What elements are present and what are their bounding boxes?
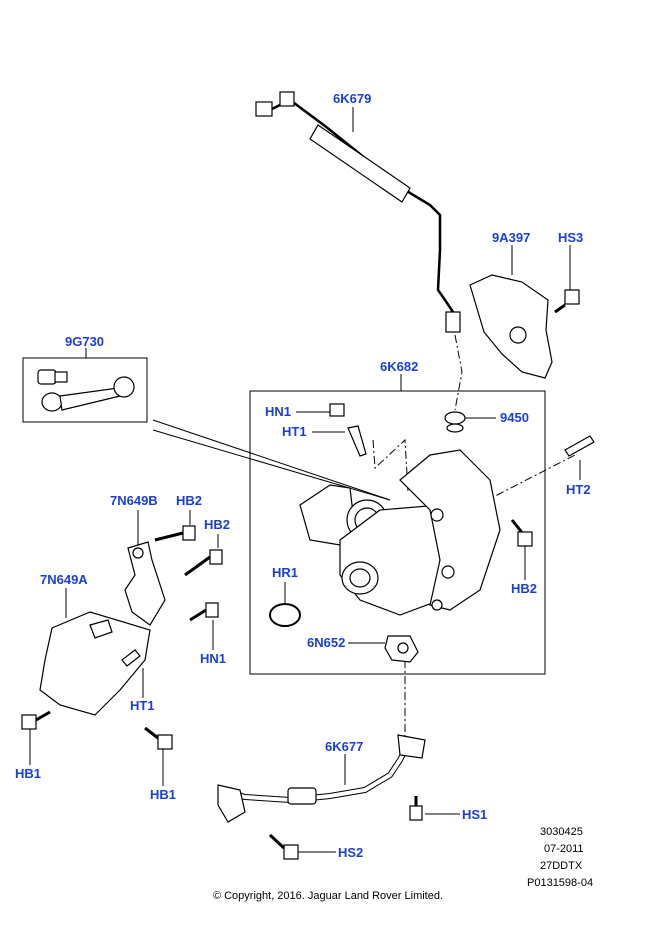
label-hs2[interactable]: HS2	[338, 845, 364, 860]
label-hn1-upper[interactable]: HN1	[265, 404, 292, 419]
oil-feed-pipe-6k679	[255, 91, 461, 333]
stud-ht2	[564, 435, 595, 457]
oil-return-pipe-6k677	[217, 734, 426, 823]
o-ring-hr1	[269, 603, 301, 627]
gasket-9450	[444, 411, 466, 425]
heat-shield-9a397	[469, 274, 553, 379]
ref-code: 3030425	[540, 826, 583, 838]
nut-stud-hn1-ht1	[329, 403, 367, 457]
label-hs3[interactable]: HS3	[558, 230, 584, 245]
bolts-hs	[268, 796, 423, 860]
label-ht2[interactable]: HT2	[566, 482, 591, 497]
bracket-7n649a	[39, 611, 151, 716]
label-hn1-lower[interactable]: HN1	[200, 651, 227, 666]
label-9a397[interactable]: 9A397	[492, 230, 531, 245]
turbocharger-6k682	[299, 449, 501, 616]
bolt-hs3	[554, 289, 580, 314]
label-6n652[interactable]: 6N652	[307, 635, 346, 650]
parts-9g730	[37, 369, 135, 412]
6k682-box	[249, 390, 546, 675]
label-hb1-lower[interactable]: HB1	[150, 787, 177, 802]
label-6k679[interactable]: 6K679	[333, 91, 372, 106]
bolt-hb2-right	[510, 519, 533, 547]
label-ht1-upper[interactable]: HT1	[282, 424, 307, 439]
label-hb2-upper[interactable]: HB2	[176, 493, 203, 508]
label-hr1[interactable]: HR1	[272, 565, 299, 580]
leader-lines	[29, 107, 581, 853]
label-7n649a[interactable]: 7N649A	[40, 572, 88, 587]
label-7n649b[interactable]: 7N649B	[110, 493, 158, 508]
label-6k677[interactable]: 6K677	[325, 739, 364, 754]
label-9450[interactable]: 9450	[500, 410, 529, 425]
ref-page: P0131598-04	[527, 877, 594, 889]
label-hs1[interactable]: HS1	[462, 807, 488, 822]
label-hb2-right[interactable]: HB2	[511, 581, 538, 596]
copyright: © Copyright, 2016. Jaguar Land Rover Lim…	[212, 890, 444, 902]
label-hb1-left[interactable]: HB1	[15, 766, 42, 781]
ref-date: 07-2011	[544, 843, 584, 855]
9g730-box	[22, 357, 148, 423]
label-6k682[interactable]: 6K682	[380, 359, 419, 374]
bracket-7n649b	[124, 525, 223, 626]
label-ht1-lower[interactable]: HT1	[130, 698, 155, 713]
ref-model: 27DDTX	[540, 860, 583, 872]
bolts-hb1	[21, 710, 173, 750]
label-hb2-middle[interactable]: HB2	[204, 517, 231, 532]
label-9g730[interactable]: 9G730	[65, 334, 105, 349]
